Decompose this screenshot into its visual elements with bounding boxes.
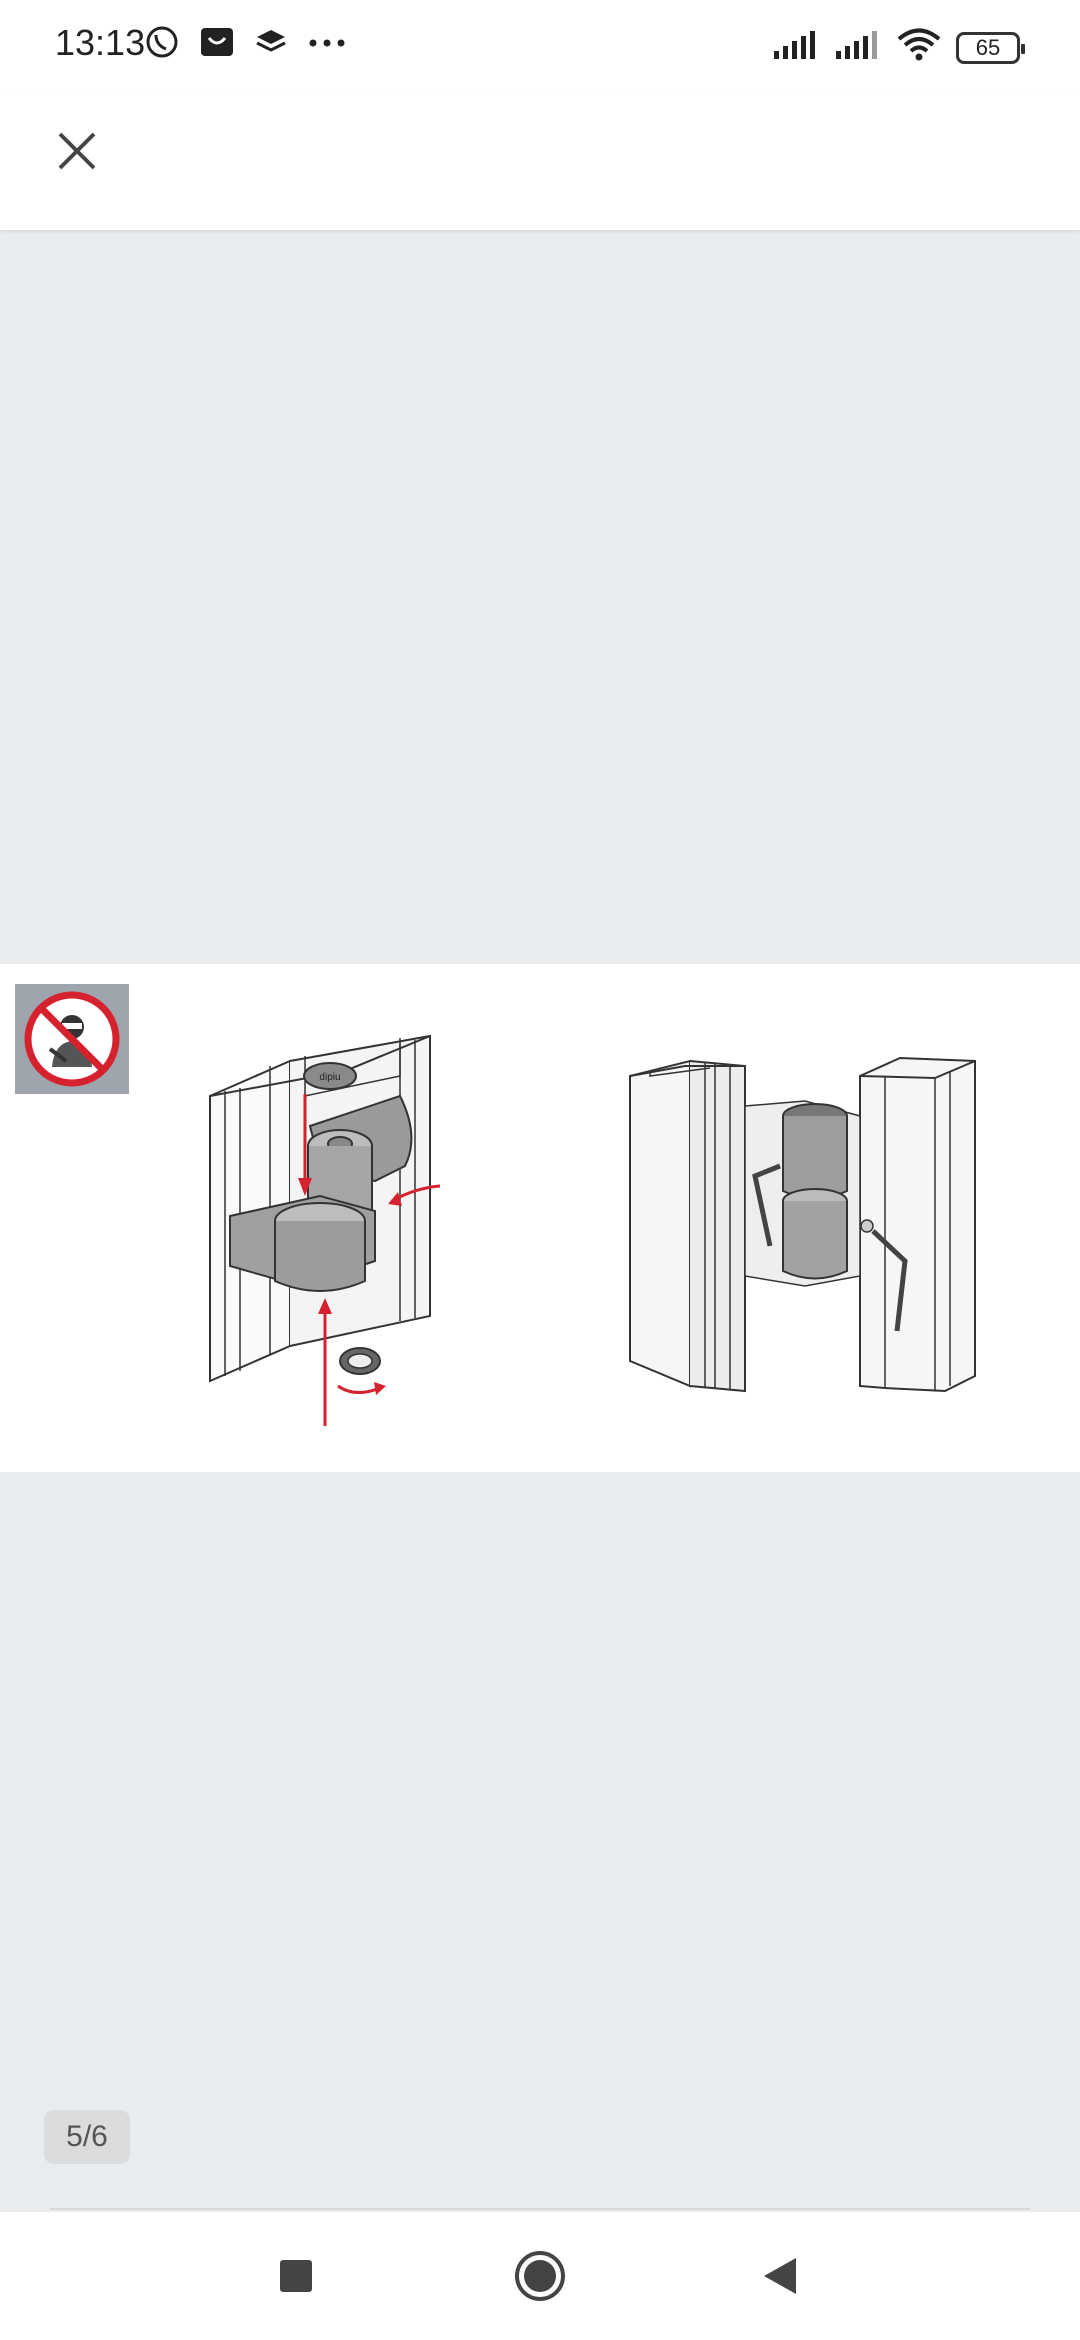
hinge-adjustment-illustration — [629, 1056, 976, 1393]
no-tamper-badge — [15, 984, 129, 1094]
top-bar — [0, 96, 1080, 230]
hinge-assembly-illustration: dipiu — [209, 1034, 441, 1426]
back-triangle-icon — [764, 2258, 796, 2294]
recents-button[interactable] — [266, 2246, 326, 2306]
close-icon — [58, 132, 96, 170]
wifi-icon — [896, 28, 942, 67]
signal-icon — [834, 29, 882, 66]
notification-icons — [145, 24, 347, 65]
home-circle-icon — [515, 2251, 565, 2301]
product-image[interactable]: dipiu — [0, 964, 1080, 1472]
back-button[interactable] — [750, 2246, 810, 2306]
shop-icon — [199, 24, 235, 65]
system-icons: 65 — [772, 28, 1025, 67]
image-counter: 5/6 — [44, 2110, 130, 2164]
navigation-bar — [0, 2212, 1080, 2340]
signal-icon — [772, 29, 820, 66]
close-button[interactable] — [40, 114, 114, 188]
battery-icon: 65 — [956, 31, 1025, 64]
status-time: 13:13 — [55, 22, 146, 63]
cap-brand-label: dipiu — [319, 1072, 340, 1083]
more-dots-icon — [307, 36, 347, 54]
status-bar: 13:13 65 — [0, 0, 1080, 96]
divider — [50, 2208, 1030, 2210]
layers-icon — [255, 26, 287, 63]
no-burglar-icon — [24, 991, 120, 1087]
home-button[interactable] — [510, 2246, 570, 2306]
recents-square-icon — [280, 2260, 312, 2292]
viber-icon — [145, 25, 179, 64]
